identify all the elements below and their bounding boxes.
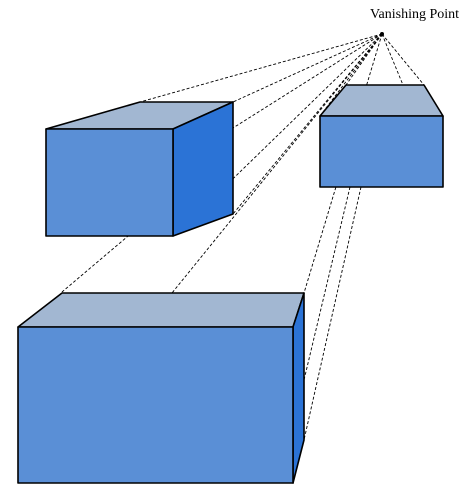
- vanishing-point-dot: [380, 32, 384, 36]
- projection-line: [381, 33, 425, 86]
- box-bottom: [17, 292, 305, 484]
- projection-line: [303, 186, 362, 441]
- projection-line: [303, 186, 351, 381]
- projection-line: [345, 33, 383, 86]
- box-right-top-face: [319, 84, 444, 117]
- projection-line: [381, 33, 404, 86]
- box-bottom-top-face: [17, 292, 305, 328]
- projection-line: [319, 33, 383, 117]
- projection-line: [232, 33, 383, 129]
- box-bottom-side-face: [292, 292, 305, 484]
- projection-line: [232, 33, 383, 215]
- projection-line: [232, 33, 383, 103]
- box-left: [45, 101, 234, 237]
- projection-line: [139, 33, 383, 103]
- box-left-front-face: [45, 128, 174, 237]
- box-right: [319, 84, 444, 188]
- box-right-front-face: [319, 115, 444, 188]
- projection-line: [171, 33, 383, 294]
- vanishing-point-label: Vanishing Point: [370, 7, 460, 22]
- box-bottom-front-face: [17, 326, 294, 484]
